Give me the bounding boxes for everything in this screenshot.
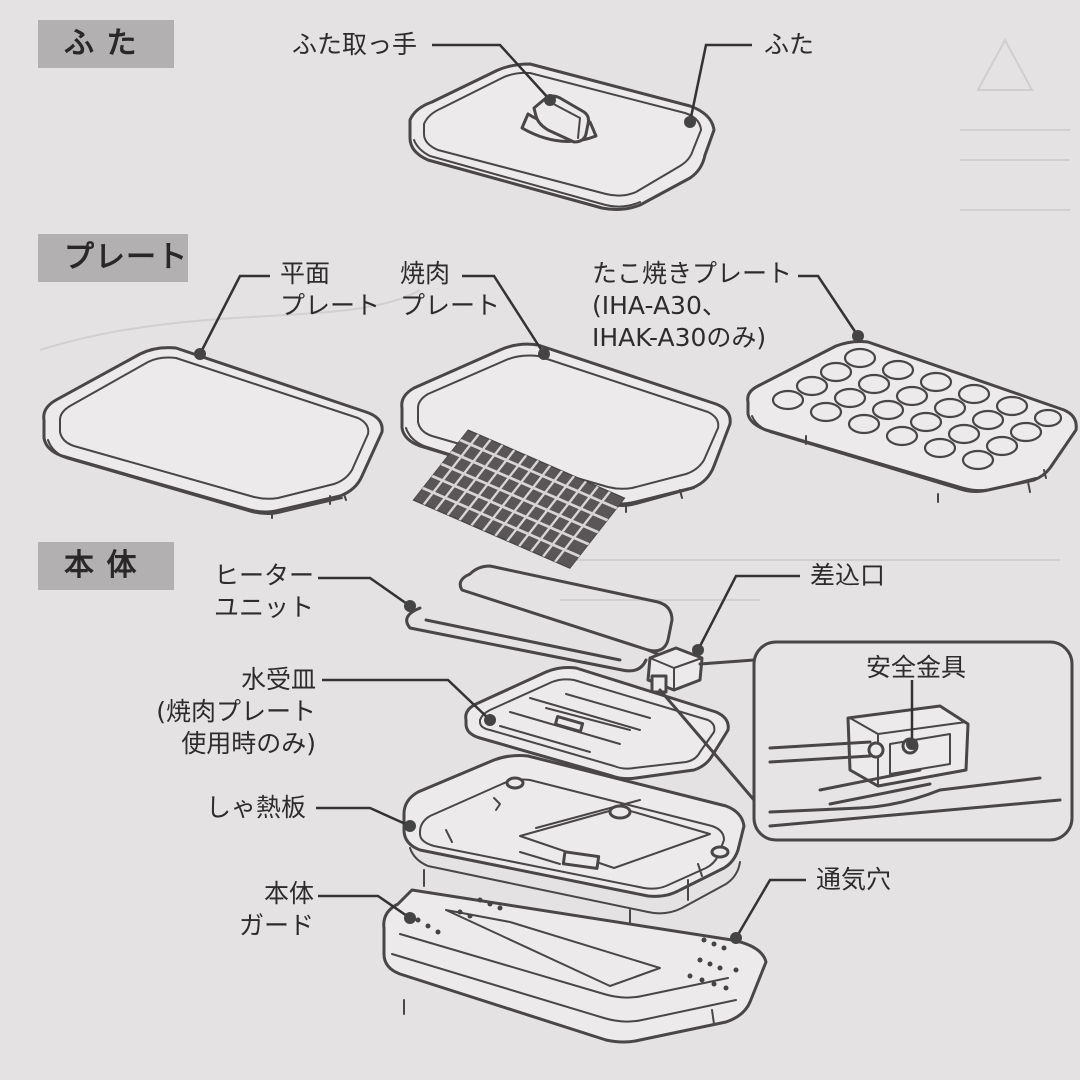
takoyaki-plate-drawing: [746, 274, 1078, 503]
heater-unit-drawing: [318, 564, 800, 694]
label-water-tray-line1: 水受皿: [240, 665, 316, 694]
label-flat-plate: 平面 プレート: [280, 258, 380, 322]
label-takoyaki-plate-line2: (IHA-A30、: [592, 291, 727, 320]
label-heat-shield: しゃ熱板: [206, 793, 307, 822]
label-takoyaki-plate-line3: IHAK-A30のみ): [592, 323, 767, 352]
label-vent-holes: 通気穴: [816, 865, 892, 894]
label-flat-plate-line1: 平面: [280, 259, 331, 288]
label-lid-handle: ふた取っ手: [292, 30, 418, 59]
label-yakiniku-plate: 焼肉 プレート: [400, 258, 500, 322]
label-yakiniku-plate-line1: 焼肉: [400, 259, 451, 288]
lid-drawing: [408, 43, 752, 211]
label-body-guard-line2: ガード: [238, 911, 314, 940]
yakiniku-plate-drawing: [400, 274, 732, 569]
section-tab-lid: ふ た: [38, 20, 174, 68]
heat-shield-drawing: [316, 754, 746, 941]
label-heater-unit-line2: ユニット: [213, 593, 314, 622]
takoyaki-wells: [771, 347, 1063, 471]
label-water-tray-line3: 使用時のみ): [181, 729, 316, 758]
label-heater-unit: ヒーター ユニット: [196, 560, 314, 624]
label-safety-fitting: 安全金具: [866, 653, 967, 682]
body-guard-drawing: [318, 878, 806, 1044]
lid-handle-drawing: [520, 94, 598, 144]
label-flat-plate-line2: プレート: [280, 291, 381, 320]
label-body-guard: 本体 ガード: [196, 878, 314, 942]
label-yakiniku-plate-line2: プレート: [400, 291, 501, 320]
label-inlet: 差込口: [810, 561, 886, 590]
safety-fitting-inset: [658, 640, 1074, 842]
label-body-guard-line1: 本体: [263, 879, 314, 908]
label-takoyaki-plate-line1: たこ焼きプレート: [592, 259, 793, 288]
flat-plate-drawing: [42, 274, 384, 519]
label-heater-unit-line1: ヒーター: [213, 561, 314, 590]
label-water-tray: 水受皿 (焼肉プレート 使用時のみ): [130, 664, 316, 760]
section-tab-body: 本 体: [38, 542, 174, 590]
section-tab-plate: プレート: [38, 234, 188, 282]
label-lid: ふた: [764, 30, 815, 59]
label-water-tray-line2: (焼肉プレート: [156, 697, 316, 726]
label-takoyaki-plate: たこ焼きプレート (IHA-A30、 IHAK-A30のみ): [592, 258, 792, 354]
